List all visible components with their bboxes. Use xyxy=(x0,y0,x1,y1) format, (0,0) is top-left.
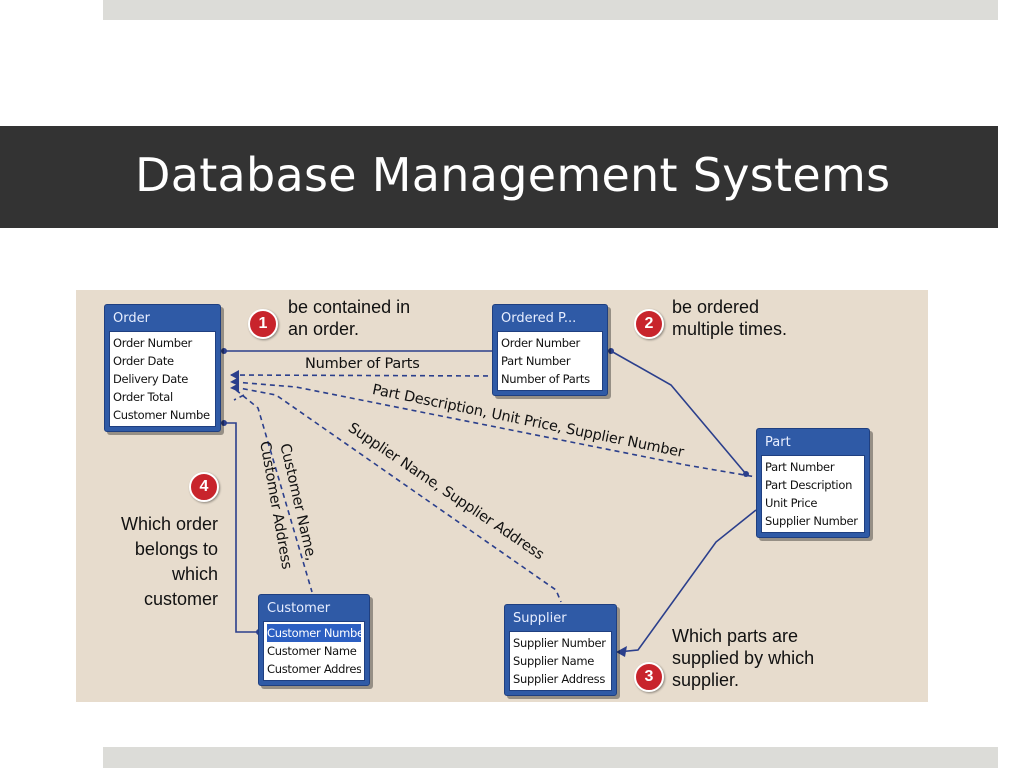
badge-4: 4 xyxy=(189,472,219,502)
annotation-line: customer xyxy=(143,589,218,609)
bottom-band xyxy=(103,747,998,768)
customer-table-title: Customer xyxy=(267,601,331,616)
customer-field-selected: Customer Numbe xyxy=(267,624,361,642)
supplier-field: Supplier Name xyxy=(513,654,595,668)
annotation-line: which xyxy=(171,564,218,584)
supplier-fields: Supplier Number Supplier Name Supplier A… xyxy=(509,631,612,691)
title-bar xyxy=(0,126,998,228)
link-label-number-of-parts: Number of Parts xyxy=(305,356,420,372)
er-diagram: Order Order Number Order Date Delivery D… xyxy=(76,290,928,702)
connector-dot xyxy=(221,348,227,354)
annotation-line: Which order xyxy=(120,514,218,534)
link-part-supplier xyxy=(617,509,757,653)
customer-fields: Customer Numbe Customer Name Customer Ad… xyxy=(263,621,365,681)
connector-dot xyxy=(743,471,749,477)
annotation-line: multiple times. xyxy=(672,319,788,339)
customer-table[interactable]: Customer Customer Numbe Customer Name Cu… xyxy=(258,594,370,686)
order-table[interactable]: Order Order Number Order Date Delivery D… xyxy=(104,304,221,432)
arrow-head xyxy=(616,646,627,657)
ordered-parts-table-title: Ordered P... xyxy=(501,311,577,326)
dash-part-info xyxy=(233,381,757,478)
part-field: Supplier Number xyxy=(765,514,858,528)
part-field: Part Description xyxy=(765,478,853,492)
dash-number-of-parts xyxy=(230,374,497,377)
customer-field: Customer Name xyxy=(267,644,357,658)
annotation-line: Which parts are xyxy=(672,626,799,646)
order-table-title: Order xyxy=(113,311,150,326)
arrow-head xyxy=(230,377,239,386)
slide-title: Database Management Systems xyxy=(135,148,891,202)
part-field: Part Number xyxy=(765,460,835,474)
order-fields: Order Number Order Date Delivery Date Or… xyxy=(109,331,216,427)
annotation-line: supplier. xyxy=(672,670,740,690)
connector-dot xyxy=(608,348,614,354)
badge-3: 3 xyxy=(634,662,664,692)
ordered-parts-field: Part Number xyxy=(501,354,571,368)
supplier-table-title: Supplier xyxy=(513,611,567,626)
ordered-parts-field: Order Number xyxy=(501,336,580,350)
ordered-parts-fields: Order Number Part Number Number of Parts xyxy=(497,331,603,391)
top-band xyxy=(103,0,998,20)
arrow-head xyxy=(230,370,239,380)
ordered-parts-field: Number of Parts xyxy=(501,372,590,386)
order-field: Order Date xyxy=(113,354,174,368)
annotation-line: supplied by which xyxy=(672,648,815,668)
annotation-1-text: be contained in an order. xyxy=(288,296,410,340)
supplier-table[interactable]: Supplier Supplier Number Supplier Name S… xyxy=(504,604,617,696)
annotation-line: be ordered xyxy=(672,297,760,317)
part-table[interactable]: Part Part Number Part Description Unit P… xyxy=(756,428,870,538)
annotation-line: be contained in xyxy=(288,297,411,317)
supplier-field: Supplier Address xyxy=(513,672,606,686)
annotation-3-text: Which parts are supplied by which suppli… xyxy=(672,625,814,691)
part-field: Unit Price xyxy=(765,496,818,510)
supplier-field: Supplier Number xyxy=(513,636,606,650)
part-fields: Part Number Part Description Unit Price … xyxy=(761,455,865,533)
connector-dot xyxy=(221,420,227,426)
order-field: Delivery Date xyxy=(113,372,188,386)
customer-field: Customer Addres xyxy=(267,662,361,676)
dash-supplier-info xyxy=(233,386,562,603)
order-field: Customer Numbe xyxy=(113,408,210,422)
annotation-line: belongs to xyxy=(134,539,218,559)
order-field: Order Total xyxy=(113,390,173,404)
badge-2: 2 xyxy=(634,309,664,339)
order-field: Order Number xyxy=(113,336,192,350)
ordered-parts-table[interactable]: Ordered P... Order Number Part Number Nu… xyxy=(492,304,608,396)
annotation-2-text: be ordered multiple times. xyxy=(672,296,787,340)
part-table-title: Part xyxy=(765,435,791,450)
annotation-line: an order. xyxy=(288,319,360,339)
arrow-head xyxy=(230,383,239,392)
link-orderedparts-part xyxy=(610,350,747,475)
badge-1: 1 xyxy=(248,309,278,339)
link-order-customer xyxy=(224,422,259,633)
annotation-4-text: Which order belongs to which customer xyxy=(98,512,218,612)
